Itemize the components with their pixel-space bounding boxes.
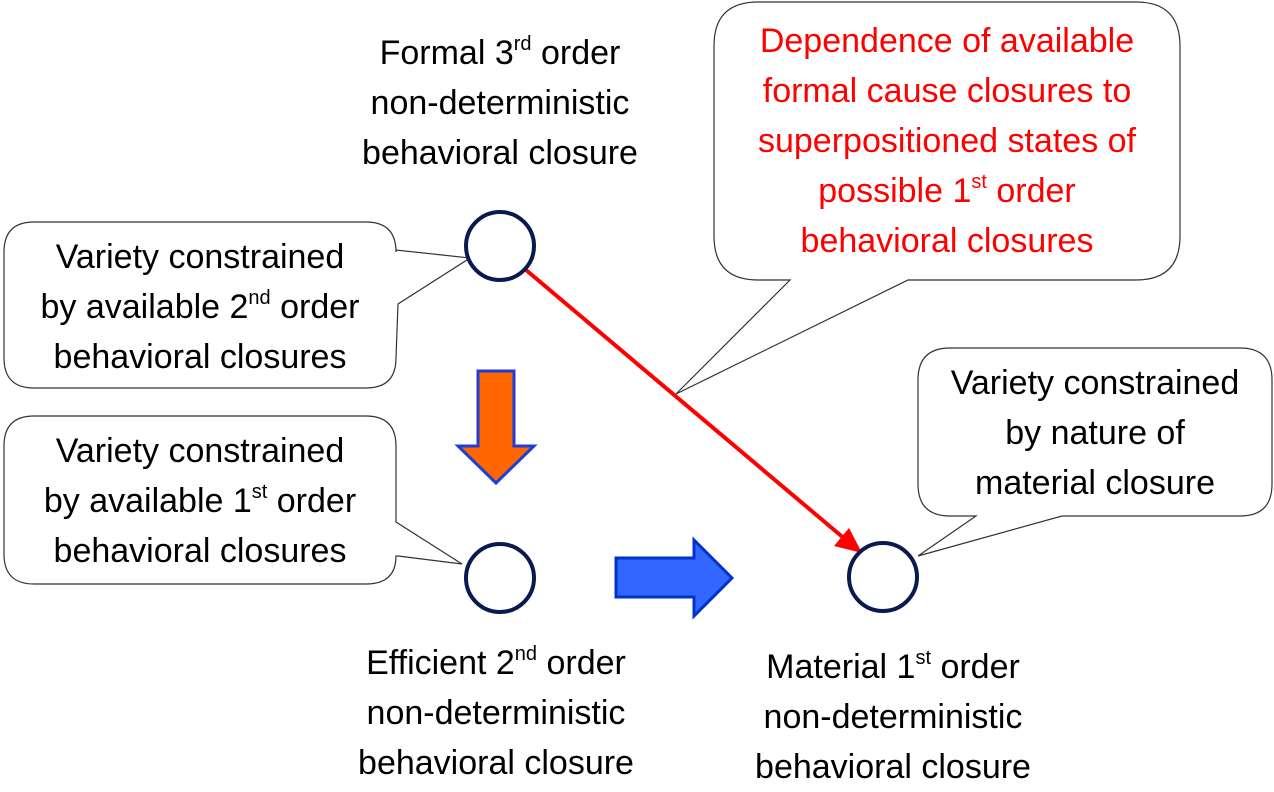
text-line: by available 2nd order	[4, 282, 396, 332]
node-formal[interactable]	[464, 210, 536, 282]
text-line: Efficient 2nd order	[316, 638, 676, 688]
text-segment: non-deterministic	[763, 698, 1023, 736]
text-line: non-deterministic	[320, 78, 680, 128]
text-segment: non-deterministic	[366, 694, 626, 732]
text-line: non-deterministic	[713, 692, 1073, 742]
text-line: Variety constrained	[4, 426, 396, 476]
text-line: by available 1st order	[4, 476, 396, 526]
text-line: material closure	[918, 458, 1272, 508]
text-line: Dependence of available	[714, 16, 1180, 66]
red-arrowhead	[834, 528, 862, 553]
text-segment: Variety constrained	[55, 238, 345, 276]
ordinal-superscript: st	[971, 170, 987, 193]
text-line: Material 1st order	[713, 642, 1073, 692]
text-segment: behavioral closure	[755, 748, 1031, 786]
text-segment: behavioral closures	[53, 338, 347, 376]
ordinal-superscript: nd	[248, 286, 271, 309]
text-line: behavioral closures	[714, 216, 1180, 266]
text-segment: possible 1	[818, 172, 972, 210]
ordinal-superscript: nd	[514, 642, 538, 665]
text-segment: by available 2	[40, 288, 249, 326]
down-arrow	[454, 369, 538, 486]
text-segment: Dependence of available	[759, 22, 1135, 60]
callout-efficient-variety	[3, 415, 463, 585]
text-segment: Variety constrained	[55, 432, 345, 470]
text-line: by nature of	[918, 408, 1272, 458]
label-efficient: Efficient 2nd order non-deterministic beha…	[316, 638, 676, 788]
text-segment: material closure	[975, 464, 1215, 502]
text-line: behavioral closure	[713, 742, 1073, 792]
callout-formal-variety-text: Variety constrained by available 2nd orde…	[4, 232, 396, 382]
callout-dependence-text: Dependence of available formal cause clos…	[714, 16, 1180, 266]
text-segment: behavioral closures	[800, 222, 1094, 260]
text-line: formal cause closures to	[714, 66, 1180, 116]
text-line: Formal 3rd order	[320, 28, 680, 78]
ordinal-superscript: st	[251, 480, 268, 503]
text-segment: order	[270, 288, 360, 326]
callout-formal-variety	[3, 221, 472, 389]
callout-efficient-variety-text: Variety constrained by available 1st orde…	[4, 426, 396, 576]
text-segment: by available 1	[43, 482, 252, 520]
text-segment: formal cause closures to	[762, 72, 1132, 110]
node-efficient[interactable]	[464, 542, 536, 614]
text-line: behavioral closure	[320, 128, 680, 178]
text-segment: order	[986, 172, 1076, 210]
text-line: possible 1st order	[714, 166, 1180, 216]
text-segment: by nature of	[1005, 414, 1185, 452]
text-segment: Material 1	[766, 648, 916, 686]
ordinal-superscript: st	[915, 646, 931, 669]
text-line: behavioral closures	[4, 526, 396, 576]
text-line: non-deterministic	[316, 688, 676, 738]
text-segment: Formal 3	[379, 34, 514, 72]
text-segment: order	[531, 34, 621, 72]
label-formal: Formal 3rd order non-deterministic behavio…	[320, 28, 680, 178]
label-material: Material 1st order non-deterministic behav…	[713, 642, 1073, 792]
callout-material-variety-text: Variety constrained by nature of material …	[918, 358, 1272, 508]
text-segment: Variety constrained	[950, 364, 1240, 402]
text-line: Variety constrained	[918, 358, 1272, 408]
callout-dependence	[675, 1, 1181, 395]
ordinal-superscript: rd	[513, 32, 532, 55]
text-segment: superpositioned states of	[757, 122, 1137, 160]
text-segment: Efficient 2	[366, 644, 515, 682]
node-material[interactable]	[847, 541, 919, 613]
callout-material-variety	[917, 347, 1273, 557]
text-segment: behavioral closure	[358, 744, 634, 782]
text-line: superpositioned states of	[714, 116, 1180, 166]
right-arrow	[614, 536, 735, 620]
text-line: behavioral closure	[316, 738, 676, 788]
text-segment: behavioral closures	[53, 532, 347, 570]
text-segment: non-deterministic	[370, 84, 630, 122]
text-line: behavioral closures	[4, 332, 396, 382]
text-segment: behavioral closure	[362, 134, 638, 172]
text-line: Variety constrained	[4, 232, 396, 282]
text-segment: order	[931, 648, 1020, 686]
text-segment: order	[267, 482, 357, 520]
red-dependence-arrow	[524, 268, 854, 547]
text-segment: order	[537, 644, 626, 682]
